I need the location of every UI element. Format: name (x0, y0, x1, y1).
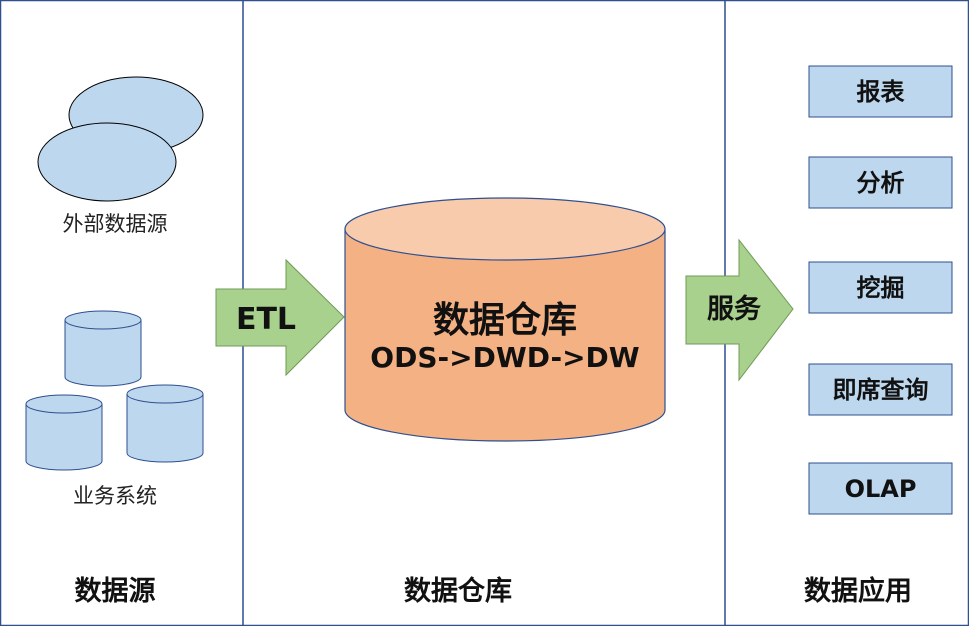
application-box-adhoc-query: 即席查询 (808, 363, 953, 416)
etl-arrow-label: ETL (236, 302, 296, 337)
warehouse-cylinder-top (344, 197, 666, 261)
warehouse-cylinder: 数据仓库 ODS->DWD->DW (344, 197, 666, 442)
warehouse-cylinder-layers: ODS->DWD->DW (370, 341, 640, 374)
application-label-analysis: 分析 (857, 169, 905, 197)
etl-arrow: ETL (215, 258, 345, 377)
service-arrow: 服务 (685, 238, 794, 382)
warehouse-cylinder-title: 数据仓库 (433, 300, 577, 341)
application-box-analysis: 分析 (808, 156, 953, 209)
business-system-cylinder-top (64, 310, 142, 387)
business-systems: 业务系统 (25, 310, 204, 508)
column-label-application: 数据应用 (804, 575, 912, 607)
business-system-cylinder-left (25, 394, 103, 471)
column-label-warehouse: 数据仓库 (404, 576, 512, 607)
application-label-report: 报表 (857, 78, 906, 106)
application-label-mining: 挖掘 (857, 274, 905, 302)
service-arrow-label: 服务 (707, 294, 761, 325)
etl-arrow-shape (215, 258, 345, 377)
column-label-source: 数据源 (75, 576, 156, 607)
external-source-label: 外部数据源 (63, 212, 168, 236)
external-source-ellipse-front (37, 122, 177, 202)
application-box-mining: 挖掘 (808, 261, 953, 314)
warehouse-cylinder-body (344, 229, 666, 442)
application-box-olap: OLAP (808, 462, 953, 515)
business-systems-label: 业务系统 (73, 484, 157, 508)
business-system-cylinder-right (126, 384, 204, 463)
application-label-adhoc-query: 即席查询 (833, 376, 929, 404)
external-data-source: 外部数据源 (37, 76, 204, 236)
application-label-olap: OLAP (845, 475, 917, 503)
application-box-report: 报表 (808, 65, 953, 118)
service-arrow-shape (685, 238, 794, 382)
